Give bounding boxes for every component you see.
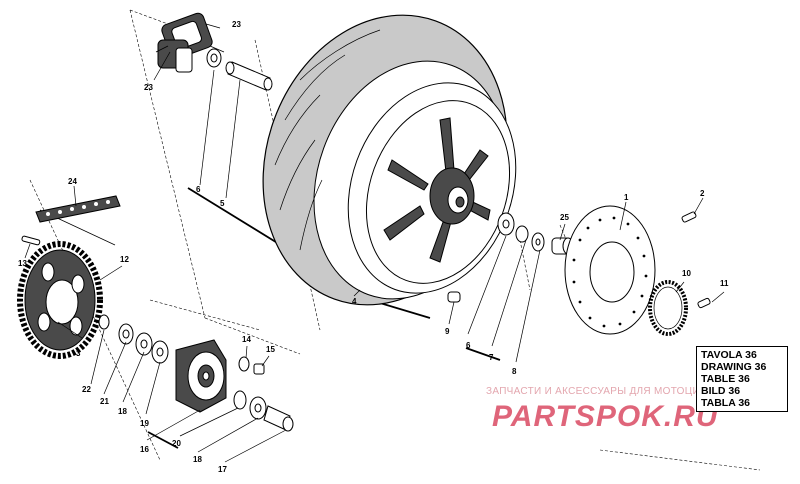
callout-13: 13 [18, 259, 27, 268]
title-line-english-drawing: DRAWING 36 [701, 361, 767, 373]
chain-links [35, 195, 121, 223]
callout-10: 10 [682, 269, 691, 278]
callout-21: 21 [100, 397, 109, 406]
callout-6-lower: 6 [466, 341, 471, 350]
cush-drive-rubbers [157, 12, 213, 73]
callout-12: 12 [120, 255, 129, 264]
callout-numbers: 1 2 3 4 5 6 6 7 8 9 10 11 12 13 14 15 16… [18, 20, 729, 474]
callout-16: 16 [140, 445, 149, 454]
callout-25: 25 [560, 213, 569, 222]
callout-9: 9 [445, 327, 450, 336]
callout-8: 8 [512, 367, 517, 376]
callout-23-lower: 23 [144, 83, 153, 92]
title-line-french: TABLE 36 [701, 373, 750, 385]
rear-sprocket [17, 241, 103, 359]
sprocket-carrier [175, 339, 227, 413]
brake-disc [564, 205, 656, 335]
callout-20: 20 [172, 439, 181, 448]
callout-7: 7 [489, 353, 494, 362]
screws [21, 211, 711, 309]
callout-2: 2 [700, 189, 705, 198]
title-line-german: BILD 36 [701, 385, 741, 397]
callout-3: 3 [76, 349, 81, 358]
leader-lines [24, 23, 725, 463]
callout-18-lower: 18 [193, 455, 202, 464]
callout-15: 15 [266, 345, 275, 354]
callout-19: 19 [140, 419, 149, 428]
title-line-spanish: TABLA 36 [701, 397, 751, 409]
abs-tone-ring [648, 280, 688, 336]
upper-bearing-and-spacer [206, 48, 273, 91]
drawing-title-box: TAVOLA 36 DRAWING 36 TABLE 36 BILD 36 TA… [696, 346, 788, 412]
callout-24: 24 [68, 177, 77, 186]
left-bearings [98, 314, 169, 364]
callout-6-upper: 6 [196, 185, 201, 194]
title-line-italian: TAVOLA 36 [701, 349, 757, 361]
callout-14: 14 [242, 335, 251, 344]
watermark-logo: PARTSPOK.RU [492, 400, 719, 433]
callout-5: 5 [220, 199, 225, 208]
callout-1: 1 [624, 193, 629, 202]
callout-18-left: 18 [118, 407, 127, 416]
callout-22: 22 [82, 385, 91, 394]
watermark-subtitle: ЗАПЧАСТИ И АКСЕССУАРЫ ДЛЯ МОТОЦИКЛИКИ [486, 386, 735, 397]
callout-4: 4 [352, 297, 357, 306]
callout-23-upper: 23 [232, 20, 241, 29]
carrier-nuts [238, 356, 265, 375]
callout-11: 11 [720, 279, 729, 288]
rear-wheel-rim [347, 82, 517, 294]
callout-17: 17 [218, 465, 227, 474]
lower-bearings [233, 390, 294, 432]
valve-cap [447, 291, 461, 303]
